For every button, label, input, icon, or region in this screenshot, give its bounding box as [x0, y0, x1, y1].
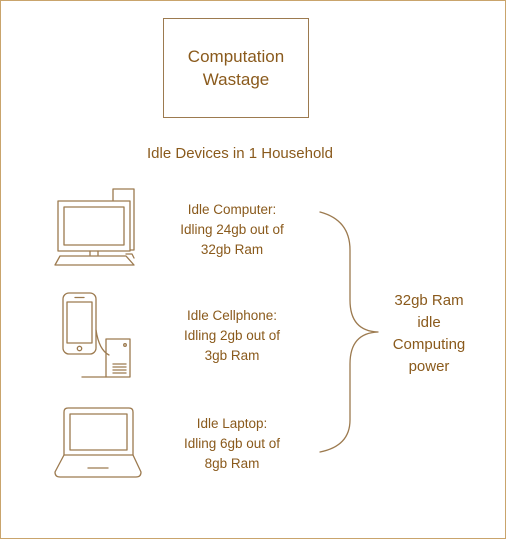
laptop-icon	[54, 407, 142, 478]
device-label-line: Idling 2gb out of	[183, 328, 281, 343]
grouping-brace	[319, 211, 379, 453]
cellphone-icon	[62, 292, 131, 378]
summary-line: 32gb Ram	[394, 292, 464, 309]
title-line-1: Computation	[187, 47, 285, 66]
device-label-laptop: Idle Laptop: Idling 6gb out of 8gb Ram	[142, 414, 322, 474]
summary-line: power	[408, 358, 450, 375]
device-label-computer: Idle Computer: Idling 24gb out of 32gb R…	[142, 200, 322, 260]
title-box: Computation Wastage	[163, 18, 309, 118]
device-label-line: 8gb Ram	[204, 456, 260, 471]
device-label-line: Idling 6gb out of	[183, 436, 281, 451]
summary-line: idle	[417, 314, 441, 331]
device-label-line: Idle Laptop:	[196, 416, 268, 431]
title-line-2: Wastage	[202, 70, 270, 89]
device-label-cellphone: Idle Cellphone: Idling 2gb out of 3gb Ra…	[142, 306, 322, 366]
device-label-line: Idle Cellphone:	[186, 308, 278, 323]
device-label-line: Idle Computer:	[187, 202, 277, 217]
device-label-line: 32gb Ram	[200, 242, 264, 257]
device-label-line: Idling 24gb out of	[180, 222, 284, 237]
device-label-line: 3gb Ram	[204, 348, 260, 363]
subtitle: Idle Devices in 1 Household	[147, 145, 333, 162]
summary-text: 32gb Ram idle Computing power	[370, 290, 488, 378]
summary-line: Computing	[392, 336, 466, 353]
desktop-computer-icon	[54, 188, 135, 266]
